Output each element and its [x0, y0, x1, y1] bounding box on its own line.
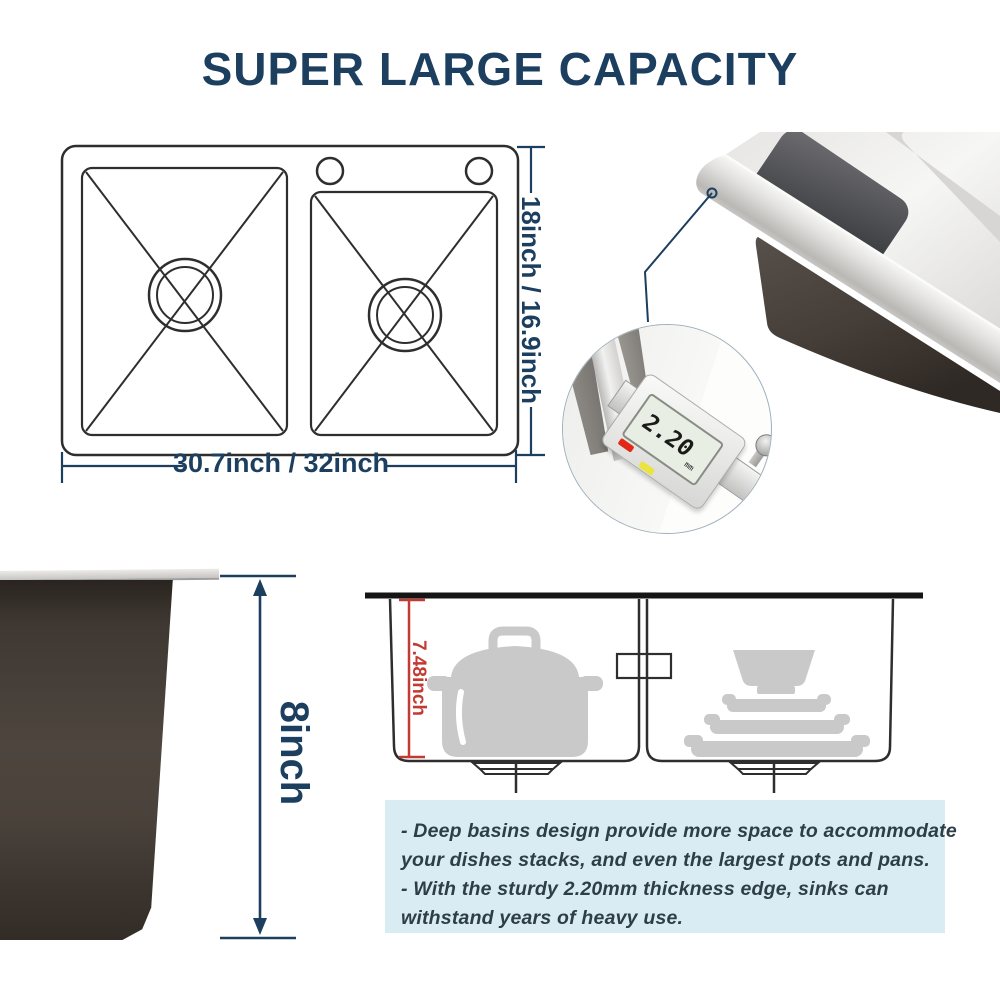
dishes-icon [684, 650, 870, 757]
pot-icon [427, 626, 603, 757]
basin-exterior [755, 237, 1000, 413]
rim-highlight [724, 153, 1000, 332]
sink-rim-edge [696, 155, 1000, 383]
right-drain-icon [367, 277, 443, 353]
info-line: withstand years of heavy use. [401, 907, 684, 929]
width-dimension-label: 30.7inch / 32inch [172, 448, 390, 478]
sink-corner-photo [668, 130, 1000, 432]
sink-top-view-diagram [60, 144, 545, 483]
overflow-box [615, 652, 673, 680]
info-line: - Deep basins design provide more space … [401, 820, 957, 842]
thickness-caliper-inset: 2.20 mm [562, 324, 772, 534]
sink-side-photo [0, 580, 173, 940]
left-drain-icon [147, 257, 223, 333]
info-box: - Deep basins design provide more space … [385, 800, 957, 933]
countertop-line [365, 592, 923, 599]
right-drain-assembly [728, 762, 821, 793]
basin-depth-label: 7.48inch [408, 639, 429, 717]
faucet-hole-icon [315, 156, 345, 186]
page-title: SUPER LARGE CAPACITY [201, 43, 799, 95]
faucet-hole-icon [464, 156, 494, 186]
sink-cross-section-diagram [365, 592, 923, 793]
depth-dimension-label: 8inch [272, 700, 316, 806]
sink-corner-photo-art [668, 130, 1000, 413]
height-dimension-label: 18inch / 16.9inch [516, 195, 546, 405]
photo-background [668, 132, 760, 180]
info-line: your dishes stacks, and even the largest… [401, 849, 930, 871]
info-line: - With the sturdy 2.20mm thickness edge,… [401, 878, 889, 900]
sink-grid-pad [751, 130, 909, 268]
caliper-lcd-unit: mm [682, 459, 696, 473]
left-drain-assembly [470, 762, 563, 793]
